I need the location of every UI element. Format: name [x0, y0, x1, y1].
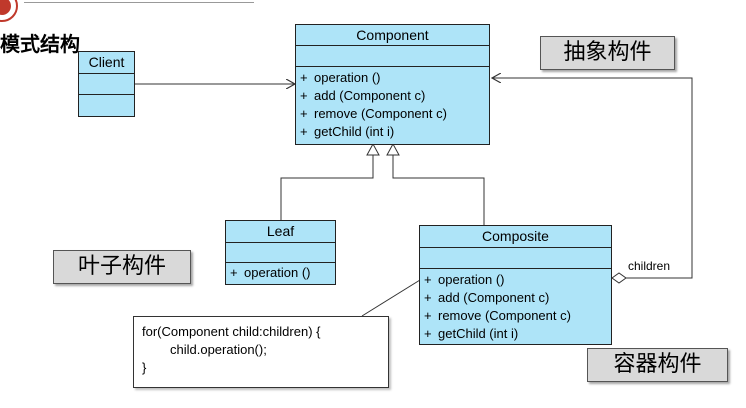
- leaf-operations: +operation (): [226, 263, 335, 282]
- composite-op: +add (Component c): [424, 290, 550, 305]
- code-note: for(Component child:children) { child.op…: [133, 316, 389, 388]
- header-rule: [24, 2, 254, 3]
- container-component-label: 容器构件: [587, 348, 728, 382]
- aggregation-diamond: [611, 272, 627, 284]
- leaf-component-label: 叶子构件: [53, 250, 191, 284]
- composite-attributes: [420, 248, 611, 269]
- composite-generalization-line: [392, 155, 485, 225]
- component-op: +add (Component c): [300, 88, 426, 103]
- component-class-name: Component: [296, 25, 489, 46]
- component-op: +getChild (int i): [300, 124, 395, 139]
- note-line: for(Component child:children) {: [142, 324, 321, 339]
- composite-class-name: Composite: [420, 226, 611, 248]
- component-class: Component +operation () +add (Component …: [295, 24, 490, 145]
- children-aggregation-line: [492, 78, 693, 279]
- leaf-generalization-arrowhead: [366, 142, 380, 156]
- component-op: +remove (Component c): [300, 106, 447, 121]
- client-class: Client: [78, 51, 135, 117]
- leaf-attributes: [226, 243, 335, 263]
- leaf-class-name: Leaf: [226, 221, 335, 243]
- logo-icon: [0, 0, 18, 22]
- client-operations: [79, 95, 134, 116]
- abstract-component-label: 抽象构件: [540, 36, 675, 70]
- component-attributes: [296, 46, 489, 67]
- component-operations: +operation () +add (Component c) +remove…: [296, 67, 489, 141]
- leaf-generalization-line: [280, 155, 374, 220]
- client-class-name: Client: [79, 52, 134, 74]
- composite-op: +operation (): [424, 272, 505, 287]
- composite-op: +remove (Component c): [424, 308, 571, 323]
- page-title: 模式结构: [0, 32, 80, 56]
- client-attributes: [79, 74, 134, 95]
- composite-op: +getChild (int i): [424, 326, 519, 341]
- leaf-class: Leaf +operation (): [225, 220, 336, 285]
- children-label: children: [628, 259, 671, 273]
- note-line: }: [142, 360, 147, 375]
- composite-generalization-arrowhead: [386, 142, 400, 156]
- component-op: +operation (): [300, 70, 381, 85]
- leaf-op: +operation (): [230, 265, 311, 280]
- composite-class: Composite +operation () +add (Component …: [419, 225, 612, 345]
- composite-operations: +operation () +add (Component c) +remove…: [420, 269, 611, 343]
- note-line: child.operation();: [170, 342, 267, 357]
- note-anchor-line: [361, 279, 421, 317]
